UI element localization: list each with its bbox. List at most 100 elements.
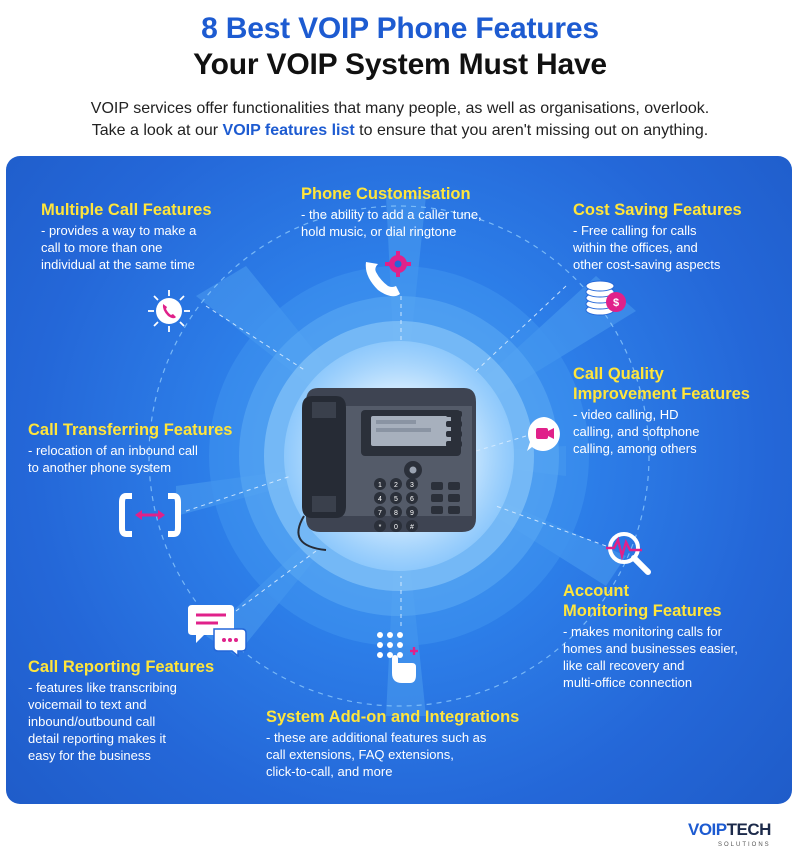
phone-gear-icon [365, 251, 411, 297]
svg-text:$: $ [613, 297, 619, 309]
description-line: other cost-saving aspects [573, 257, 721, 272]
keypad-key-label: 1 [378, 482, 382, 489]
feature-title: Multiple Call Features [41, 201, 212, 219]
keypad-key [390, 506, 402, 518]
feature-title: Call Transferring Features [28, 421, 233, 439]
title-line: Monitoring Features [563, 602, 722, 620]
keypad-key [374, 506, 386, 518]
desk-phone [297, 388, 476, 551]
feature-description: - Free calling for calls within the offic… [573, 222, 773, 273]
description-line: detail reporting makes it [28, 731, 167, 746]
keypad-key [406, 478, 418, 490]
network-phone-icon [148, 290, 190, 332]
features-list-link[interactable]: VOIP features list [222, 122, 355, 139]
keypad-key [390, 520, 402, 532]
keypad-key [406, 506, 418, 518]
feature-title: Phone Customisation [301, 185, 471, 203]
keypad-key [374, 520, 386, 532]
keypad-key-label: 8 [394, 510, 398, 517]
title-line: Improvement Features [573, 385, 750, 403]
keypad-key [390, 492, 402, 504]
description-line: - the ability to add a caller tune, [301, 207, 482, 222]
page-title: 8 Best VOIP Phone Features [201, 12, 599, 45]
logo-brand-a: VOIP [688, 820, 727, 839]
description-line: calling, among others [573, 441, 697, 456]
description-line: - video calling, HD [573, 407, 679, 422]
description-line: - features like transcribing [28, 680, 177, 695]
description-line: multi-office connection [563, 675, 693, 690]
keypad-key [374, 478, 386, 490]
description-line: click-to-call, and more [266, 764, 393, 779]
feature-cost-saving: Cost Saving Features - Free calling for … [573, 200, 773, 273]
keypad-key-label: 4 [378, 496, 382, 503]
logo-wordmark: VOIPTECH [688, 820, 771, 840]
phone-keypad: 1 2 3 4 5 6 7 8 9 * 0 # [374, 478, 418, 532]
description-line: to another phone system [28, 460, 172, 475]
coins-icon: $ [585, 280, 626, 316]
feature-description: - these are additional features such as c… [266, 729, 556, 780]
keypad-key [406, 492, 418, 504]
page-subtitle: Your VOIP System Must Have [193, 48, 607, 81]
panel-background: 1 2 3 4 5 6 7 8 9 * 0 # [148, 196, 650, 716]
description-line: individual at the same time [41, 257, 195, 272]
description-line: hold music, or dial ringtone [301, 224, 457, 239]
description-line: - provides a way to make a [41, 223, 197, 238]
description-line: within the offices, and [573, 240, 698, 255]
description-line: homes and businesses easier, [563, 641, 738, 656]
transfer-icon [119, 493, 181, 537]
voiptech-logo: VOIPTECH SOLUTIONS [688, 818, 788, 854]
feature-call-reporting: Call Reporting Features - features like … [28, 657, 248, 764]
description-line: like call recovery and [563, 658, 685, 673]
description-line: - Free calling for calls [573, 223, 697, 238]
feature-description: - relocation of an inbound call to anothe… [28, 442, 258, 476]
feature-description: - the ability to add a caller tune, hold … [301, 206, 531, 240]
keypad-key-label: 6 [410, 496, 414, 503]
keypad-key-label: 7 [378, 510, 382, 517]
intro-text-after: to ensure that you aren't missing out on… [354, 122, 709, 139]
logo-tagline: SOLUTIONS [718, 842, 771, 848]
intro-line-1: VOIP services offer functionalities that… [90, 100, 710, 117]
description-line: - these are additional features such as [266, 730, 487, 745]
keypad-key-label: 3 [410, 482, 414, 489]
video-call-icon [527, 417, 560, 451]
feature-title: System Add-on and Integrations [266, 708, 520, 726]
feature-description: - provides a way to make a call to more t… [41, 222, 261, 273]
description-line: call to more than one [41, 240, 163, 255]
feature-call-transferring: Call Transferring Features - relocation … [28, 420, 258, 476]
magnifier-wave-icon [606, 532, 651, 575]
keypad-key-label: 2 [394, 482, 398, 489]
feature-title: Cost Saving Features [573, 201, 742, 219]
keypad-key-label: 9 [410, 510, 414, 517]
feature-title: Call Reporting Features [28, 658, 215, 676]
phone-side-keys [431, 482, 460, 514]
keypad-key-label: 5 [394, 496, 398, 503]
intro-line-2: Take a look at our VOIP features list to… [0, 120, 800, 142]
keypad-key-label: # [410, 524, 414, 531]
description-line: - relocation of an inbound call [28, 443, 198, 458]
feature-description: - makes monitoring calls for homes and bu… [563, 623, 788, 691]
logo-brand-b: TECH [726, 820, 772, 839]
intro-text-before: Take a look at our [91, 122, 223, 139]
feature-system-addon: System Add-on and Integrations - these a… [266, 707, 556, 780]
intro-text: VOIP services offer functionalities that… [0, 98, 800, 142]
keypad-key-label: 0 [394, 524, 398, 531]
keypad-key-label: * [379, 524, 382, 531]
description-line: - makes monitoring calls for [563, 624, 722, 639]
description-line: easy for the business [28, 748, 151, 763]
title-line: Call Quality [573, 365, 664, 383]
keypad-touch-icon [377, 632, 418, 683]
description-line: inbound/outbound call [28, 714, 156, 729]
feature-multiple-call: Multiple Call Features - provides a way … [41, 200, 261, 273]
description-line: call extensions, FAQ extensions, [266, 747, 454, 762]
keypad-key [406, 520, 418, 532]
feature-phone-customisation: Phone Customisation - the ability to add… [301, 184, 531, 240]
title-line: Account [563, 582, 629, 600]
keypad-key [374, 492, 386, 504]
chat-report-icon [188, 605, 247, 657]
